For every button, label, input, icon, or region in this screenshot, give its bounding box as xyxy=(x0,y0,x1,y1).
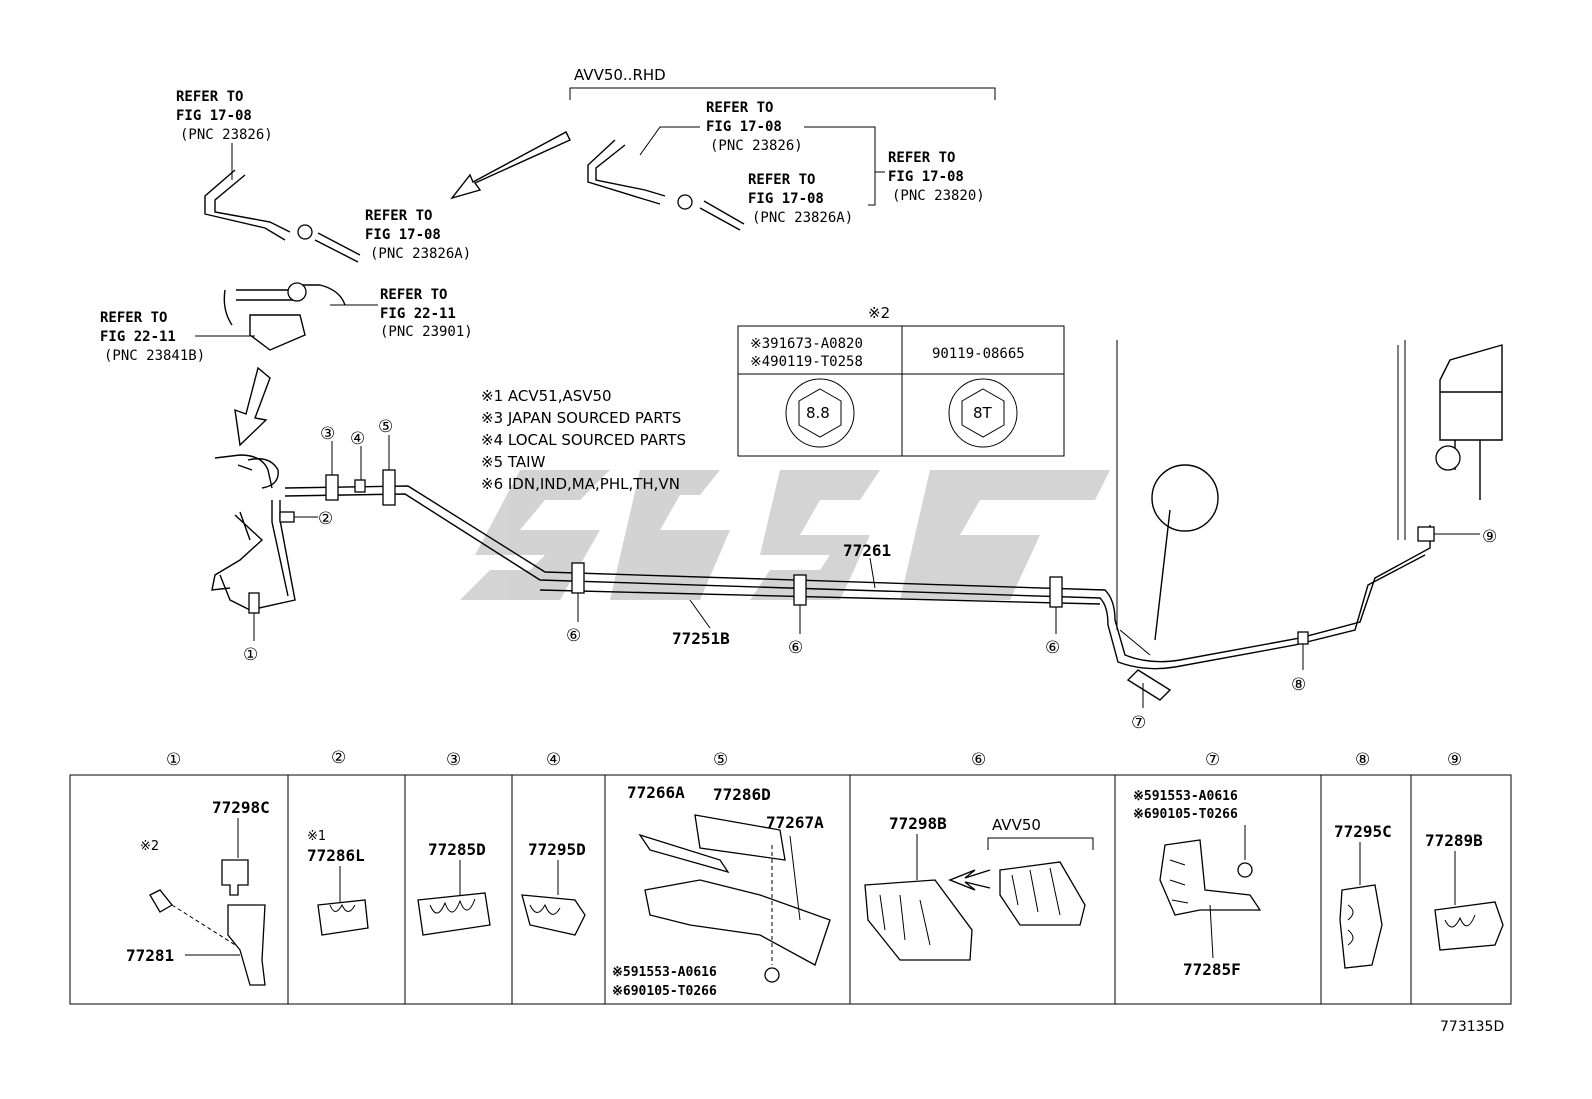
connector-illustration-left xyxy=(223,284,346,326)
d7-note1: ※591553-A0616 xyxy=(1133,789,1238,804)
d5-77266a: 77266A xyxy=(627,783,685,802)
ref-7-line2: FIG 17-08 xyxy=(888,169,964,185)
d5-note1: ※591553-A0616 xyxy=(612,965,717,980)
d6-77298b: 77298B xyxy=(889,814,947,833)
d9-77289b: 77289B xyxy=(1425,831,1483,850)
callout-8: ⑧ xyxy=(1291,675,1306,695)
details-table: ① ② ③ ④ ⑤ ⑥ ⑦ ⑧ ⑨ ※2 77298C 77281 ※1 772… xyxy=(69,748,1512,1035)
ref-2-line1: REFER TO xyxy=(365,208,432,224)
down-arrow-icon xyxy=(234,366,271,447)
note-1: ※1 ACV51,ASV50 xyxy=(481,387,612,405)
ref-3-line1: REFER TO xyxy=(380,287,447,303)
callout-3: ③ xyxy=(320,424,335,444)
ref-1-line1: REFER TO xyxy=(176,89,243,105)
d1-note: ※2 xyxy=(140,839,159,854)
d5-77267a: 77267A xyxy=(766,813,824,832)
note-4: ※4 LOCAL SOURCED PARTS xyxy=(481,431,686,449)
callout-6b: ⑥ xyxy=(788,638,803,658)
ref-3-line3: (PNC 23901) xyxy=(380,324,473,340)
part-77251b: 77251B xyxy=(672,629,730,648)
notes-block: ※1 ACV51,ASV50 ※3 JAPAN SOURCED PARTS ※4… xyxy=(481,387,686,493)
figure-code: 773135D xyxy=(1440,1019,1504,1035)
note-6: ※6 IDN,IND,MA,PHL,TH,VN xyxy=(481,475,680,493)
part-77261: 77261 xyxy=(843,541,891,560)
ref-5-line1: REFER TO xyxy=(706,100,773,116)
note-5: ※5 TAIW xyxy=(481,453,546,471)
bolt-mark-8-8: 8.8 xyxy=(806,404,830,422)
ref-2-line2: FIG 17-08 xyxy=(365,227,441,243)
detail-header-3: ③ xyxy=(446,750,461,770)
ref-1-line2: FIG 17-08 xyxy=(176,108,252,124)
bolt-table: ※2 ※391673-A0820 ※490119-T0258 90119-086… xyxy=(737,304,1065,457)
d3-77285d: 77285D xyxy=(428,840,486,859)
bolt-col1-line1: ※391673-A0820 xyxy=(750,336,863,352)
callout-5: ⑤ xyxy=(378,417,393,437)
d8-77295c: 77295C xyxy=(1334,822,1392,841)
brake-lines xyxy=(211,340,1503,701)
ref-1-line3: (PNC 23826) xyxy=(180,127,273,143)
callout-leaders xyxy=(253,435,1480,708)
d6-arrow-icon xyxy=(948,869,991,891)
callout-9: ⑨ xyxy=(1482,527,1497,547)
d7-77285f: 77285F xyxy=(1183,960,1241,979)
detail-header-2: ② xyxy=(331,748,346,768)
d2-77286l: 77286L xyxy=(307,846,365,865)
top-left-references: REFER TO FIG 17-08 (PNC 23826) REFER TO … xyxy=(100,89,473,447)
bolt-mark-8t: 8T xyxy=(973,404,993,422)
callout-6a: ⑥ xyxy=(566,626,581,646)
ref-7-line3: (PNC 23820) xyxy=(892,188,985,204)
avv50-rhd-group: AVV50..RHD REFER TO FIG 17-08 (PNC 23826… xyxy=(450,66,996,231)
ref-7-line1: REFER TO xyxy=(888,150,955,166)
clip-illustration-right xyxy=(699,200,745,231)
callout-7: ⑦ xyxy=(1131,713,1146,733)
detail-header-8: ⑧ xyxy=(1355,750,1370,770)
ref-6-line1: REFER TO xyxy=(748,172,815,188)
ref-3-line2: FIG 22-11 xyxy=(380,306,456,322)
ref-2-line3: (PNC 23826A) xyxy=(370,246,471,262)
ref-4-line3: (PNC 23841B) xyxy=(104,348,205,364)
callout-1: ① xyxy=(243,645,258,665)
bolt-col1-line2: ※490119-T0258 xyxy=(750,354,863,370)
d1-77281: 77281 xyxy=(126,946,174,965)
d7-note2: ※690105-T0266 xyxy=(1133,807,1238,822)
detail-header-4: ④ xyxy=(546,750,561,770)
callout-2: ② xyxy=(318,509,333,529)
diagonal-arrow-icon xyxy=(450,131,571,200)
d2-note: ※1 xyxy=(307,829,326,844)
detail-header-6: ⑥ xyxy=(971,750,986,770)
ref-4-line2: FIG 22-11 xyxy=(100,329,176,345)
detail-header-1: ① xyxy=(166,750,181,770)
rear-cylinder xyxy=(1439,344,1503,500)
main-callouts: ① ② ③ ④ ⑤ ⑥ ⑥ ⑥ ⑦ ⑧ ⑨ 77261 77251B xyxy=(243,417,1497,733)
detail-header-9: ⑨ xyxy=(1447,750,1462,770)
front-end-fitting xyxy=(211,454,279,591)
hose-illustration-left xyxy=(204,169,291,241)
avv50-rhd-label: AVV50..RHD xyxy=(574,66,666,84)
ref-5-line3: (PNC 23826) xyxy=(710,138,803,154)
hose-illustration-right xyxy=(587,139,666,205)
callout-4: ④ xyxy=(350,429,365,449)
ref-5-line2: FIG 17-08 xyxy=(706,119,782,135)
bolt-col2-line: 90119-08665 xyxy=(932,346,1025,362)
bolt-table-title: ※2 xyxy=(868,304,890,322)
d4-77295d: 77295D xyxy=(528,840,586,859)
detail-header-5: ⑤ xyxy=(713,750,728,770)
callout-6c: ⑥ xyxy=(1045,638,1060,658)
ref-6-line2: FIG 17-08 xyxy=(748,191,824,207)
d6-group: AVV50 xyxy=(992,816,1041,834)
clip-illustration-left xyxy=(314,232,361,263)
d1-77298c: 77298C xyxy=(212,798,270,817)
ref-6-line3: (PNC 23826A) xyxy=(752,210,853,226)
d5-77286d: 77286D xyxy=(713,785,771,804)
detail-header-7: ⑦ xyxy=(1205,750,1220,770)
rear-axle-outline xyxy=(1116,340,1406,656)
note-3: ※3 JAPAN SOURCED PARTS xyxy=(481,409,681,427)
ref-4-line1: REFER TO xyxy=(100,310,167,326)
rear-drum xyxy=(1151,464,1219,532)
d5-note2: ※690105-T0266 xyxy=(612,984,717,999)
